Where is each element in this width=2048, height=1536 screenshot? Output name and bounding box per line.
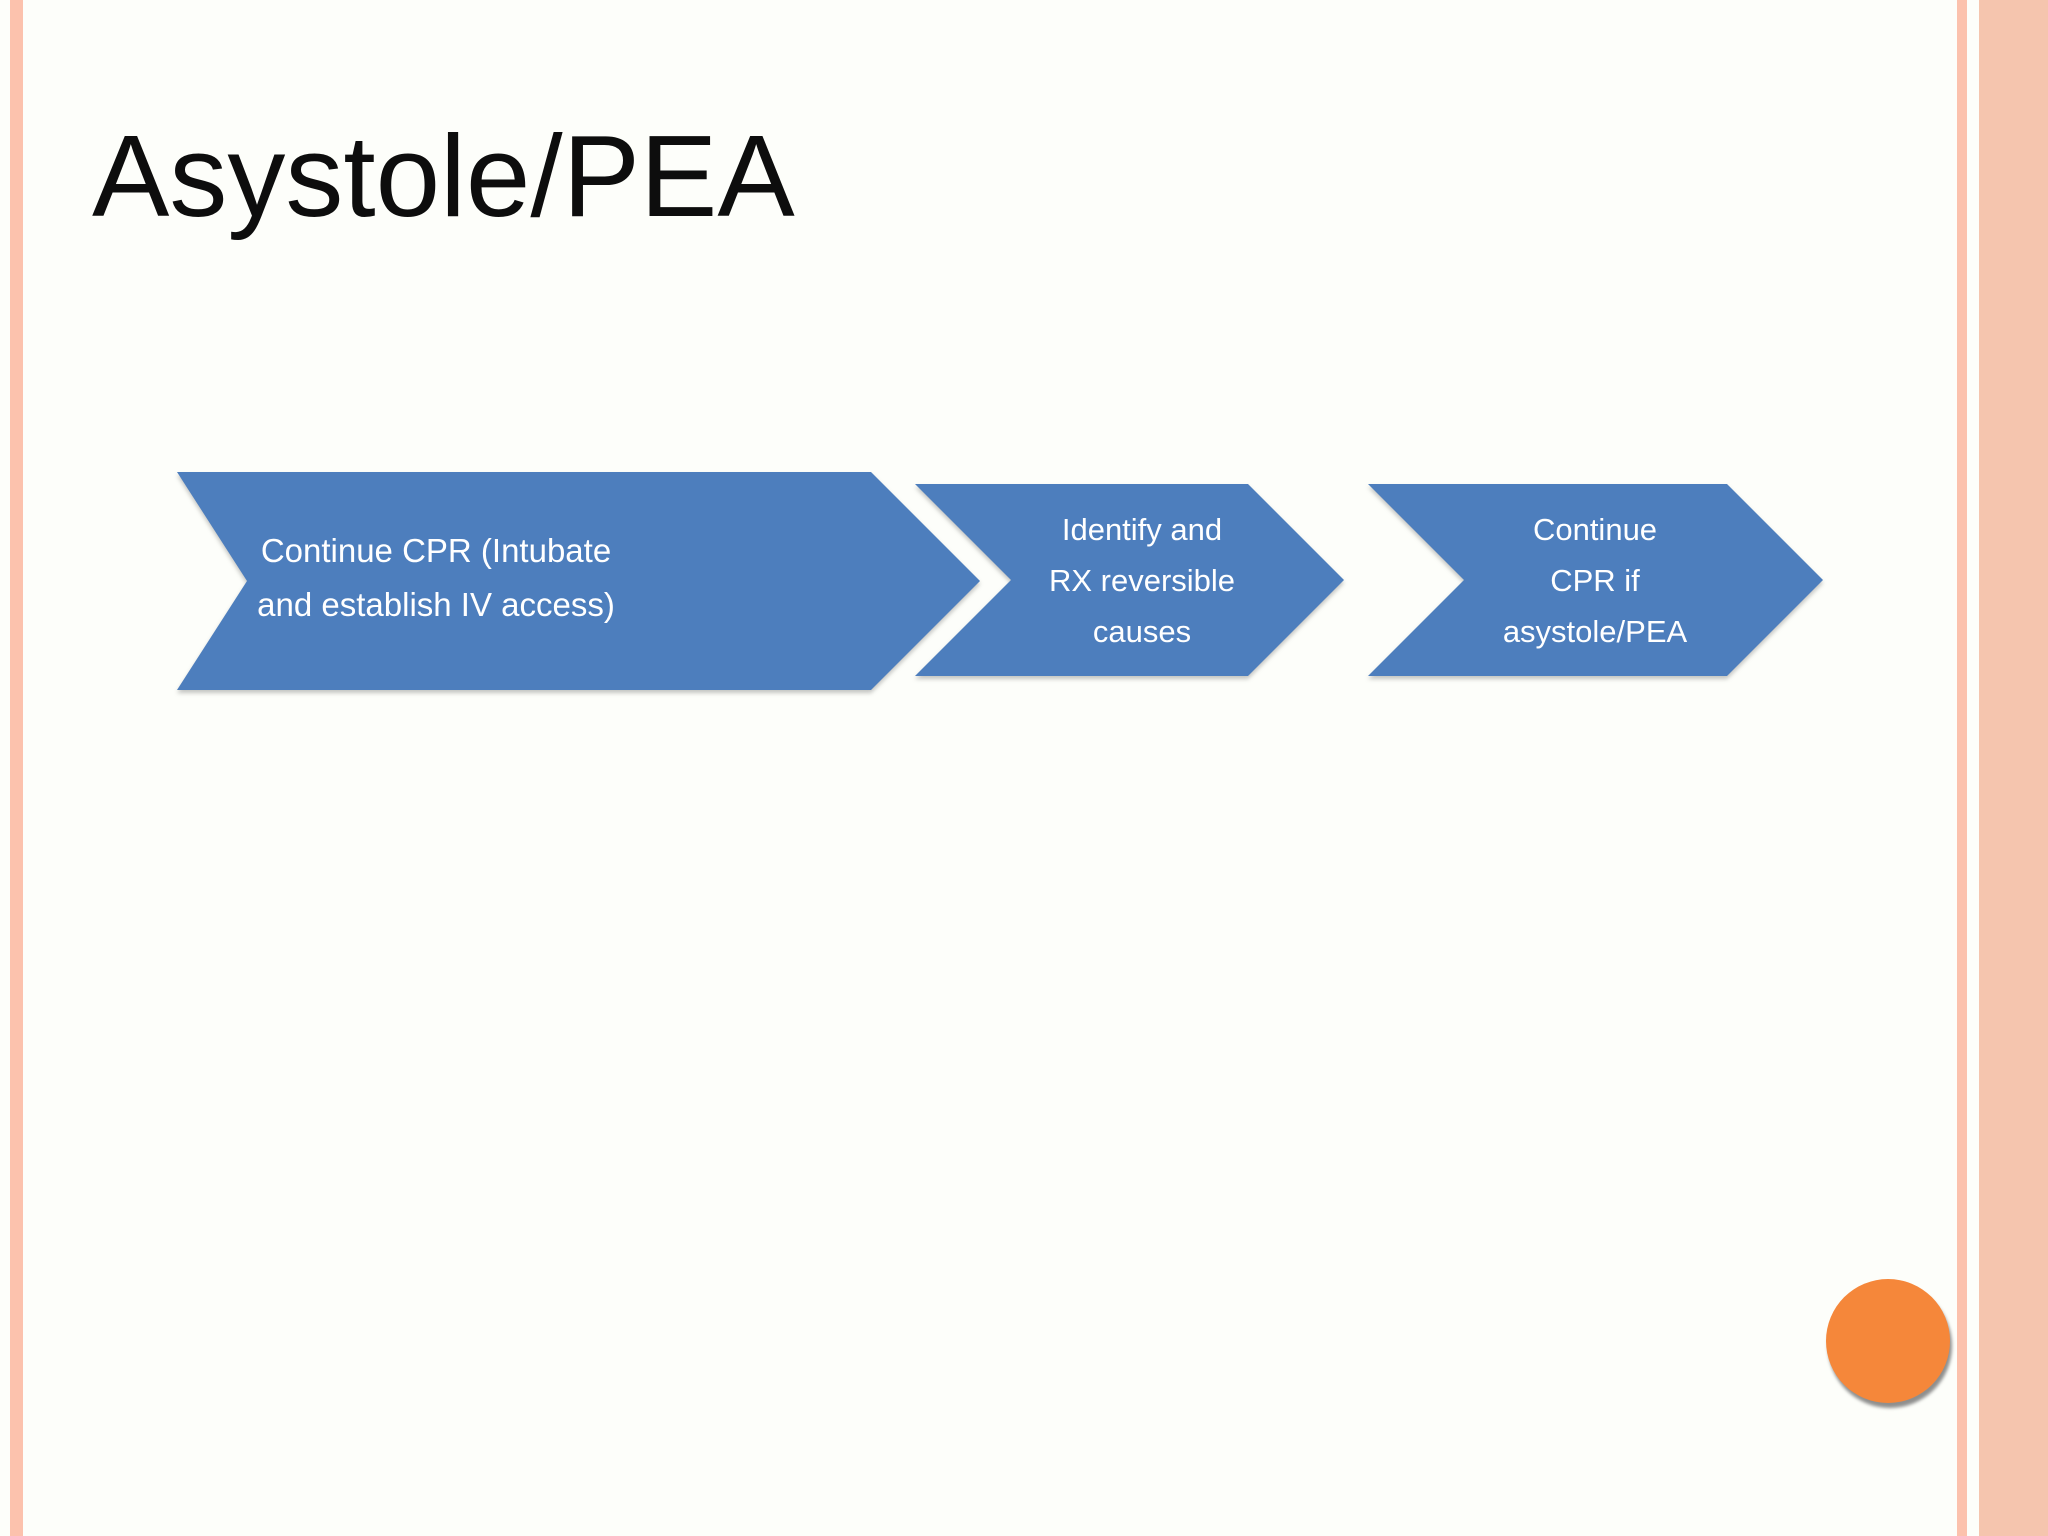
step-3-label: Continue CPR if asystole/PEA [1502,512,1688,649]
left-edge-stripe [10,0,23,1536]
step-2-label: Identify and RX reversible causes [1048,512,1236,649]
chevron-arrow-3 [1368,484,1823,676]
right-edge-band [1979,0,2048,1536]
slide-title: Asystole/PEA [92,111,795,241]
right-edge-stripe [1957,0,1967,1536]
chevron-arrow-2 [915,484,1344,676]
chevron-arrow-1 [177,472,980,690]
step-1-label: Continue CPR (Intubate and establish IV … [257,532,615,623]
accent-circle [1826,1279,1950,1403]
